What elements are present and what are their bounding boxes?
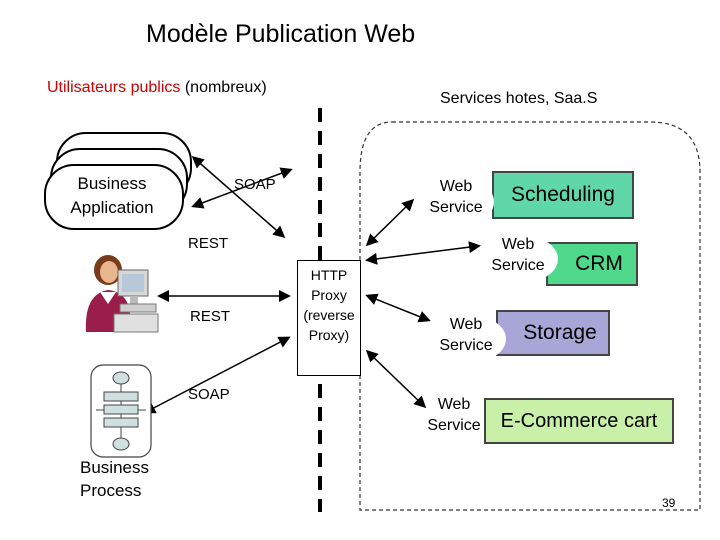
users-label: Utilisateurs publics (nombreux) bbox=[47, 79, 267, 97]
web-service-ecommerce-cart: Web Service bbox=[427, 396, 481, 434]
protocol-label-rest-mid: REST bbox=[190, 308, 231, 325]
web-service-scheduling: Web Service bbox=[418, 176, 494, 228]
business-process-icon bbox=[90, 364, 152, 458]
protocol-label-soap-top: SOAP bbox=[234, 176, 276, 193]
hosted-services-frame bbox=[359, 121, 701, 511]
web-service-storage: Web Service bbox=[426, 314, 506, 364]
service-crm: CRM bbox=[546, 242, 638, 286]
service-storage: Storage bbox=[496, 310, 610, 356]
reverse-proxy-box: HTTP Proxy (reverse Proxy) bbox=[297, 260, 361, 376]
business-process-label: Business Process bbox=[80, 458, 149, 500]
protocol-label-soap-bottom: SOAP bbox=[188, 386, 230, 403]
service-ecommerce-cart: E-Commerce cart bbox=[484, 398, 674, 444]
business-application-label: Business Application bbox=[70, 174, 154, 217]
users-label-count: (nombreux) bbox=[184, 79, 267, 96]
protocol-label-rest-top: REST bbox=[188, 235, 229, 252]
business-application-card-front bbox=[44, 164, 184, 230]
service-scheduling: Scheduling bbox=[492, 171, 634, 219]
users-label-main: Utilisateurs publics bbox=[47, 79, 181, 96]
slide-title: Modèle Publication Web bbox=[146, 20, 416, 48]
services-title: Services hotes, Saa.S bbox=[440, 90, 598, 107]
person-at-computer-icon bbox=[85, 255, 159, 333]
web-service-crm: Web Service bbox=[478, 234, 558, 284]
page-number: 39 bbox=[662, 496, 676, 510]
